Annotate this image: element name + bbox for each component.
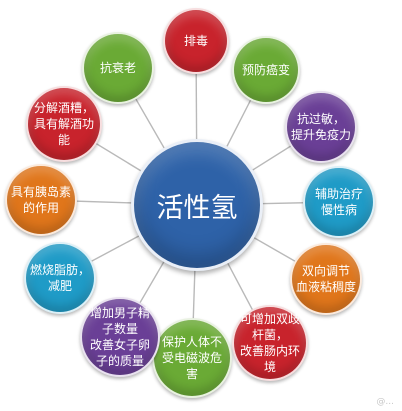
node-anti-allergy: 抗过敏， 提升免疫力 bbox=[285, 91, 357, 163]
node-chronic-disease: 辅助治疗 慢性病 bbox=[303, 166, 375, 238]
node-cancer-prevention: 预防癌变 bbox=[232, 36, 300, 104]
node-label: 分解酒糟， 具有解酒功 能 bbox=[33, 101, 94, 147]
node-detox: 排毒 bbox=[163, 8, 229, 74]
node-label: 抗过敏， 提升免疫力 bbox=[290, 112, 351, 142]
node-insulin-effect: 具有胰岛素 的作用 bbox=[5, 164, 77, 236]
node-label: 燃烧脂肪， 减肥 bbox=[29, 263, 90, 293]
center-node: 活性氢 bbox=[131, 139, 263, 271]
node-fat-burning: 燃烧脂肪， 减肥 bbox=[24, 242, 96, 314]
node-label: 抗衰老 bbox=[99, 61, 136, 75]
watermark: @... bbox=[376, 397, 394, 407]
center-label: 活性氢 bbox=[156, 192, 238, 224]
node-label: 保护人体不 受电磁波危 害 bbox=[161, 335, 222, 381]
node-label: 辅助治疗 慢性病 bbox=[314, 187, 363, 217]
node-fertility: 增加男子精 子数量 改善女子卵 子的质量 bbox=[80, 297, 160, 377]
node-intestinal-flora: 可增加双歧 杆菌， 改善肠内环 境 bbox=[232, 305, 308, 381]
node-blood-viscosity: 双向调节 血液粘稠度 bbox=[290, 243, 362, 315]
node-label: 双向调节 血液粘稠度 bbox=[295, 264, 356, 294]
node-label: 预防癌变 bbox=[241, 63, 290, 77]
node-label: 增加男子精 子数量 改善女子卵 子的质量 bbox=[89, 306, 150, 368]
node-anti-aging: 抗衰老 bbox=[82, 32, 154, 104]
node-hangover-relief: 分解酒糟， 具有解酒功 能 bbox=[26, 86, 102, 162]
node-label: 可增加双歧 杆菌， 改善肠内环 境 bbox=[239, 312, 300, 374]
node-label: 具有胰岛素 的作用 bbox=[10, 185, 71, 215]
node-electromagnetic-protection: 保护人体不 受电磁波危 害 bbox=[152, 318, 232, 398]
node-label: 排毒 bbox=[183, 34, 208, 48]
